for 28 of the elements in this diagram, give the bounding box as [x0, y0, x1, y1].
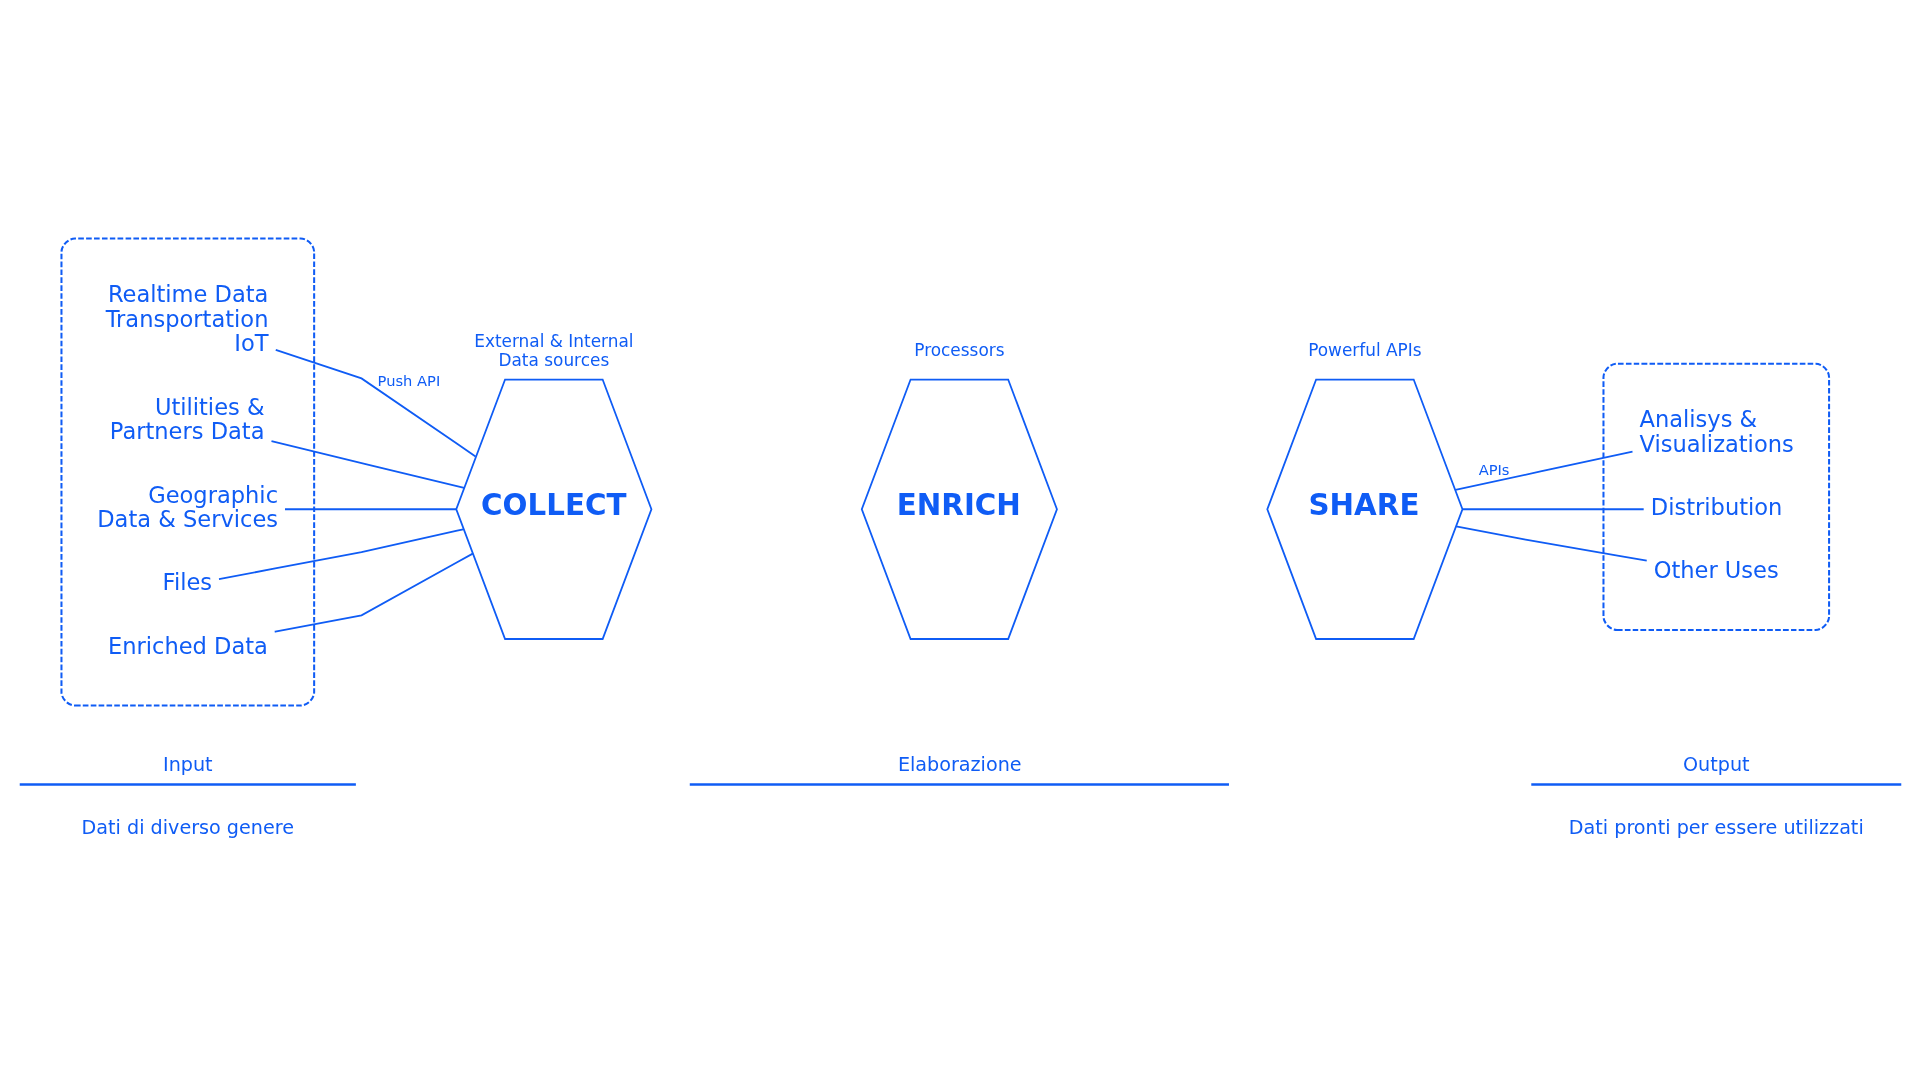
- cluster: [1601, 362, 1830, 631]
- node-text: Analisys & Visualizations: [1639, 405, 1794, 457]
- connector: [273, 552, 474, 633]
- cluster: [59, 237, 315, 707]
- node-label: External & Internal Data sources: [473, 330, 633, 370]
- edge-label: APIs: [1478, 460, 1509, 478]
- label: Dati pronti per essere utilizzati: [1568, 816, 1864, 840]
- connector: [1454, 450, 1633, 491]
- node-text: Enriched Data: [107, 632, 268, 659]
- connector: [1454, 525, 1648, 562]
- connector: [283, 508, 457, 511]
- connector: [270, 440, 465, 489]
- connector: [217, 528, 464, 581]
- edge-label: Push API: [377, 371, 440, 389]
- node-text: Other Uses: [1653, 557, 1779, 584]
- label: Input: [162, 752, 213, 776]
- node-text: Realtime Data Transportation IoT: [105, 280, 268, 357]
- node-text: Utilities & Partners Data: [109, 393, 265, 445]
- connector: [274, 348, 476, 458]
- node-label: Powerful APIs: [1307, 340, 1422, 361]
- node-text: Distribution: [1650, 493, 1782, 520]
- node-text: Geographic Data & Services: [96, 481, 278, 533]
- node-label: Processors: [913, 340, 1004, 361]
- connector: [1461, 508, 1645, 511]
- label: Dati di diverso genere: [81, 816, 294, 840]
- label: Output: [1682, 752, 1750, 776]
- node-text: Files: [162, 569, 212, 596]
- label: Elaborazione: [897, 752, 1022, 776]
